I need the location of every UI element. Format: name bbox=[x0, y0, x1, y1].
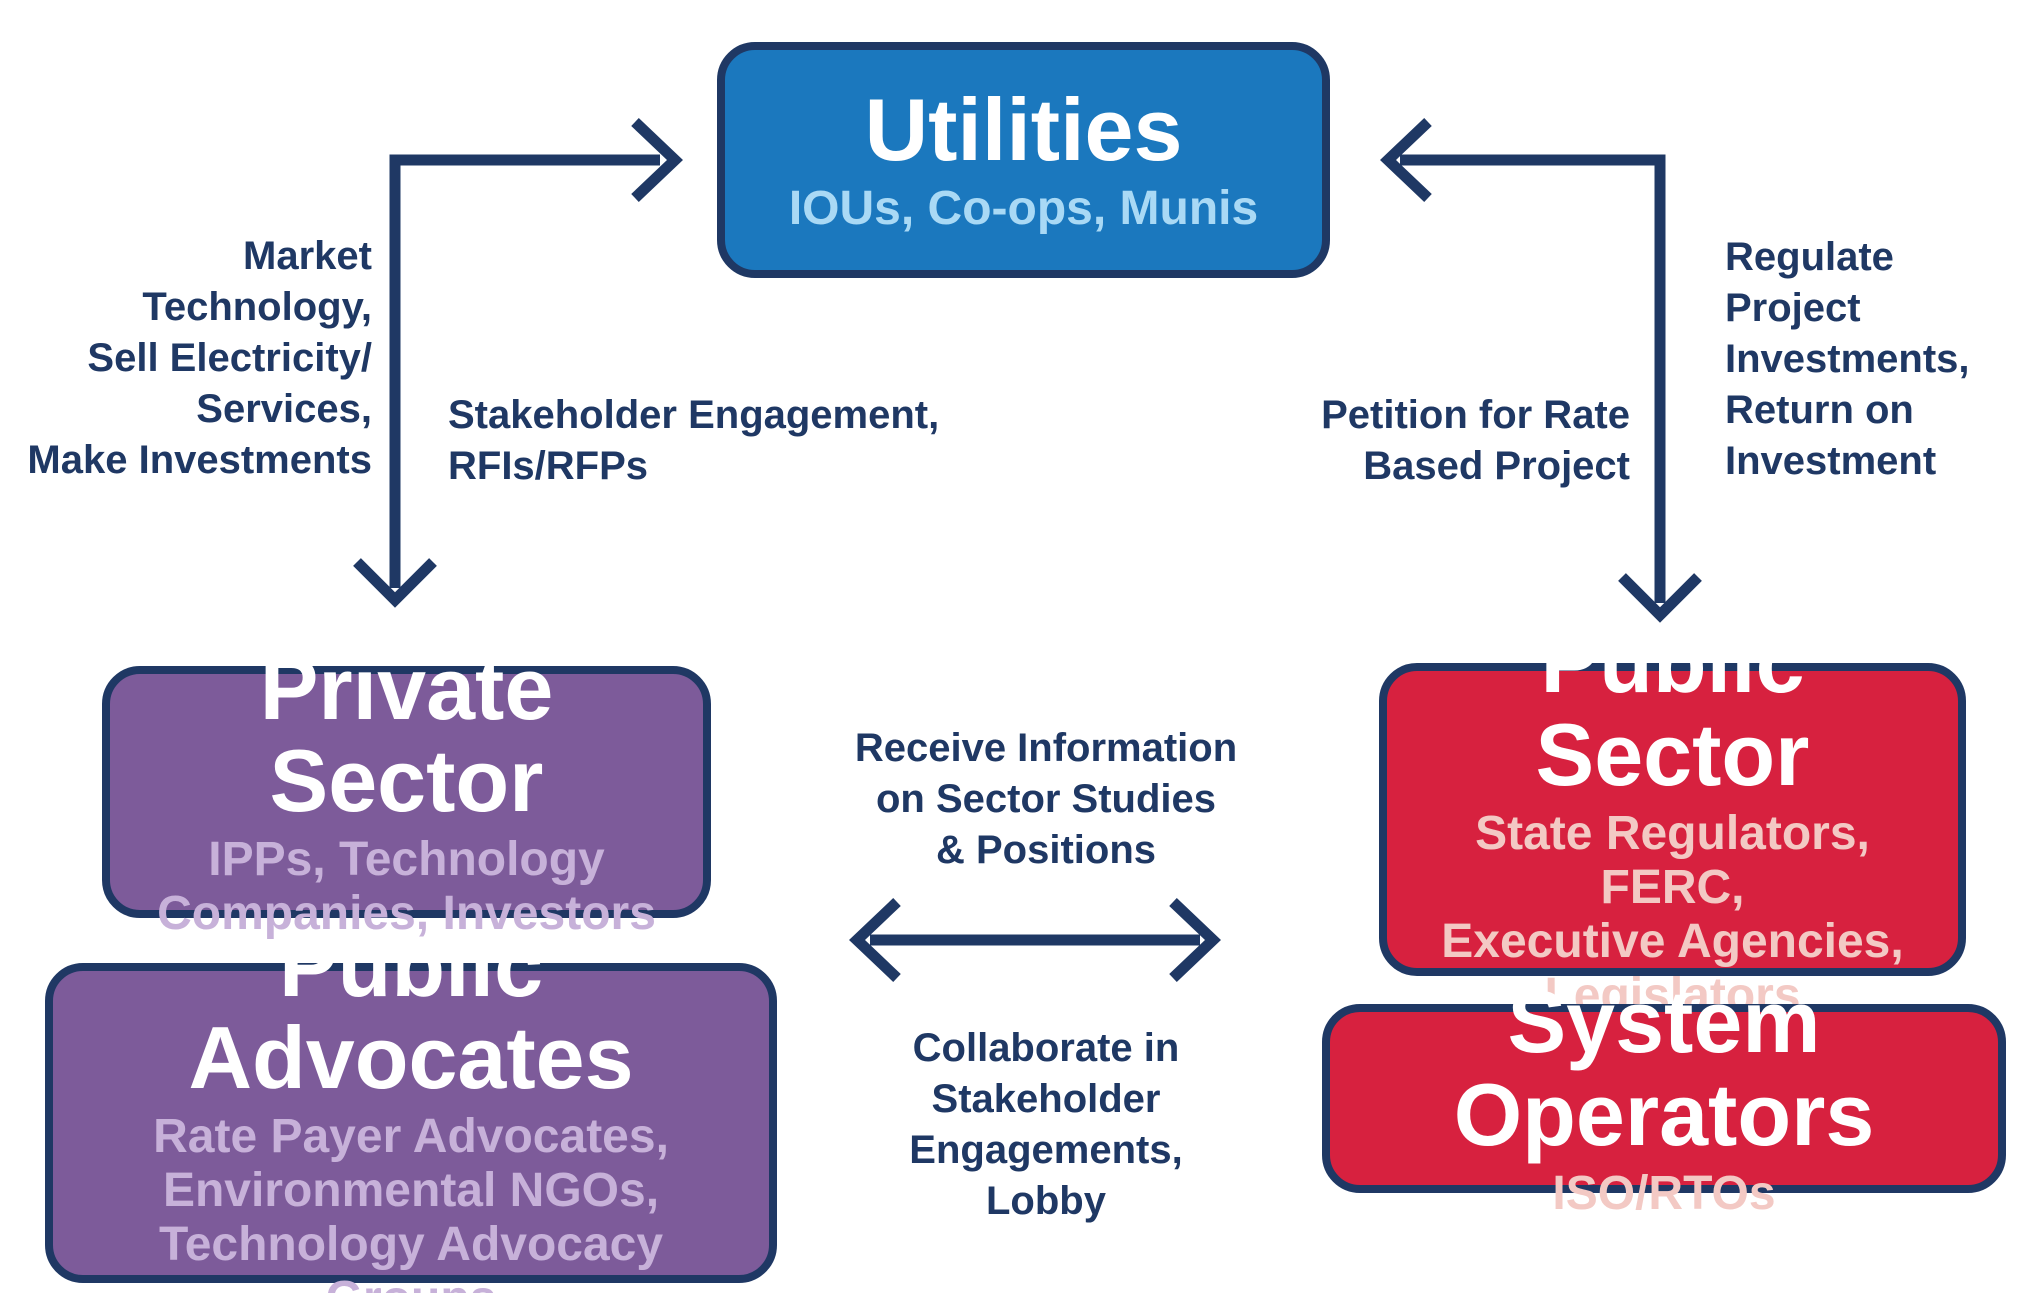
regulate-label: Regulate Project Investments, Return on … bbox=[1725, 235, 1970, 483]
arrowhead-right-icon bbox=[1169, 898, 1221, 982]
arrowhead-right-icon bbox=[631, 118, 683, 202]
private-sector-title: Private Sector bbox=[259, 638, 554, 830]
receive-information-label: Receive Information on Sector Studies & … bbox=[854, 726, 1238, 872]
market-technology-label: Market Technology, Sell Electricity/ Ser… bbox=[27, 234, 372, 482]
utilities-node: Utilities IOUs, Co-ops, Munis bbox=[717, 42, 1330, 278]
system-operators-title: System Operators bbox=[1453, 972, 1875, 1164]
public-advocates-subtitle: Rate Payer Advocates, Environmental NGOs… bbox=[153, 1110, 669, 1293]
private-sector-node: Private Sector IPPs, Technology Companie… bbox=[102, 642, 711, 940]
arrow-shaft bbox=[1400, 154, 1666, 603]
system-operators-node: System Operators ISO/RTOs bbox=[1322, 975, 2006, 1220]
public-sector-title: Public Sector bbox=[1535, 612, 1810, 804]
stakeholder-engagement-label: Stakeholder Engagement, RFIs/RFPs bbox=[448, 393, 940, 488]
arrowhead-down-icon bbox=[1618, 573, 1702, 623]
arrowhead-left-icon bbox=[1380, 118, 1432, 202]
private-sector-subtitle: IPPs, Technology Companies, Investors bbox=[157, 833, 656, 941]
private-sector-utilities-elbow-arrow bbox=[353, 118, 683, 608]
utilities-title: Utilities bbox=[864, 79, 1183, 179]
public-sector-node: Public Sector State Regulators, FERC, Ex… bbox=[1379, 615, 1966, 1022]
arrow-shaft bbox=[389, 154, 660, 588]
public-advocates-title: Public Advocates bbox=[188, 915, 634, 1107]
utilities-subtitle: IOUs, Co-ops, Munis bbox=[788, 182, 1259, 236]
system-operators-subtitle: ISO/RTOs bbox=[1552, 1166, 1776, 1220]
public-sector-utilities-elbow-arrow bbox=[1380, 118, 1702, 623]
arrowhead-left-icon bbox=[849, 898, 901, 982]
arrowhead-down-icon bbox=[353, 558, 437, 608]
collaborate-label: Collaborate in Stakeholder Engagements, … bbox=[909, 1026, 1183, 1223]
petition-label: Petition for Rate Based Project bbox=[1321, 393, 1630, 488]
public-advocates-node: Public Advocates Rate Payer Advocates, E… bbox=[45, 919, 777, 1293]
center-bidirectional-arrow bbox=[849, 898, 1221, 982]
